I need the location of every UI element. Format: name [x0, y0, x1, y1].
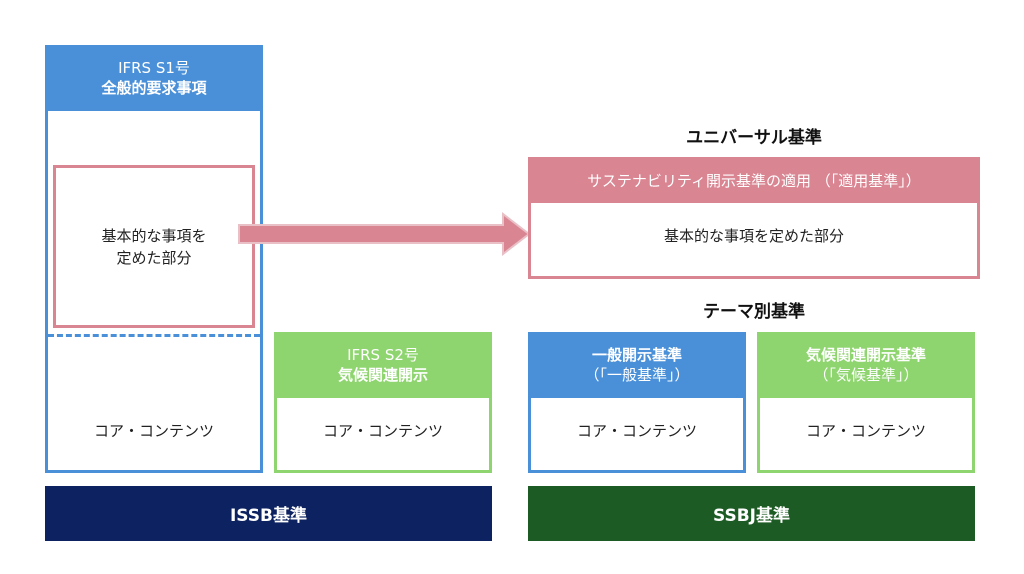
- core-content-general: コア・コンテンツ: [576, 421, 697, 440]
- basic-matters-box: 基本的な事項を 定めた部分: [53, 165, 255, 328]
- core-content-s2: コア・コンテンツ: [322, 421, 443, 440]
- universal-standards-header: サステナビリティ開示基準の適用 （「適用基準」）: [528, 157, 980, 203]
- basic-matters-line1: 基本的な事項を: [101, 226, 207, 245]
- ifrs-s1-title: IFRS S1号: [118, 59, 190, 77]
- ifrs-s2-subtitle: 気候関連開示: [337, 366, 428, 384]
- general-standard-abbr: （「一般基準」）: [584, 366, 690, 384]
- climate-standard-header: 気候関連開示基準 （「気候基準」）: [757, 332, 975, 398]
- issb-standards-bar: ISSB基準: [45, 486, 492, 541]
- universal-standards-title: ユニバーサル基準: [686, 127, 822, 148]
- ifrs-s2-header: IFRS S2号 気候関連開示: [274, 332, 492, 398]
- general-standard-title: 一般開示基準: [591, 346, 682, 364]
- ifrs-s1-header: IFRS S1号 全般的要求事項: [45, 45, 263, 111]
- universal-standards-body: 基本的な事項を定めた部分: [663, 226, 844, 245]
- climate-standard-abbr: （「気候基準」）: [813, 366, 919, 384]
- theme-standards-title: テーマ別基準: [703, 301, 805, 322]
- general-standard-header: 一般開示基準 （「一般基準」）: [528, 332, 746, 398]
- basic-matters-line2: 定めた部分: [116, 248, 192, 267]
- ssbj-standards-bar: SSBJ基準: [528, 486, 975, 541]
- mapping-arrow-icon: [238, 211, 531, 257]
- dashed-divider: [48, 334, 260, 337]
- core-content-climate: コア・コンテンツ: [805, 421, 926, 440]
- ifrs-s2-title: IFRS S2号: [347, 346, 419, 364]
- core-content-s1: コア・コンテンツ: [93, 421, 214, 440]
- climate-standard-title: 気候関連開示基準: [805, 346, 926, 364]
- ifrs-s1-subtitle: 全般的要求事項: [101, 79, 207, 97]
